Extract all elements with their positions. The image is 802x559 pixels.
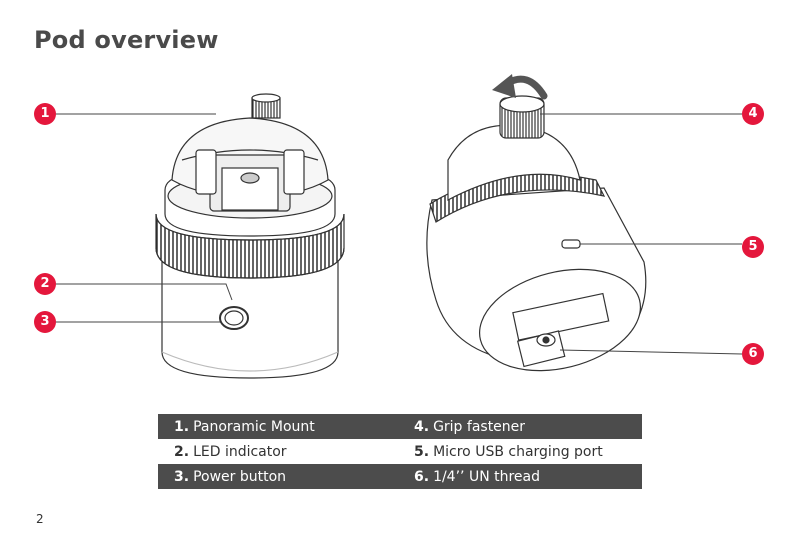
legend-label: Grip fastener [433, 418, 526, 435]
legend-number: 5. [414, 443, 430, 460]
legend-item: 4. Grip fastener [398, 419, 642, 435]
callout-5: 5 [742, 236, 764, 258]
callout-4: 4 [742, 103, 764, 125]
callout-leaders [56, 113, 743, 355]
callout-3: 3 [34, 311, 56, 333]
rotate-arrow-icon [492, 74, 548, 100]
pod-front-view [155, 93, 345, 379]
callout-2: 2 [34, 273, 56, 295]
legend-label: 1/4’’ UN thread [433, 468, 541, 485]
legend-item: 2. LED indicator [158, 444, 398, 460]
legend-row: 3. Power button 6. 1/4’’ UN thread [158, 464, 642, 489]
legend-label: Panoramic Mount [193, 418, 315, 435]
legend-item: 6. 1/4’’ UN thread [398, 469, 642, 485]
callout-1: 1 [34, 103, 56, 125]
legend-item: 3. Power button [158, 469, 398, 485]
parts-legend: 1. Panoramic Mount 4. Grip fastener 2. L… [158, 414, 642, 489]
legend-label: LED indicator [193, 443, 287, 460]
legend-number: 2. [174, 443, 190, 460]
page-number: 2 [36, 512, 44, 526]
legend-number: 3. [174, 468, 190, 485]
pod-back-view [426, 95, 647, 372]
legend-number: 6. [414, 468, 430, 485]
legend-item: 5. Micro USB charging port [398, 444, 642, 460]
callout-6: 6 [742, 343, 764, 365]
legend-number: 1. [174, 418, 190, 435]
legend-row: 1. Panoramic Mount 4. Grip fastener [158, 414, 642, 439]
legend-number: 4. [414, 418, 430, 435]
page-title: Pod overview [34, 26, 219, 54]
legend-row: 2. LED indicator 5. Micro USB charging p… [158, 439, 642, 464]
legend-item: 1. Panoramic Mount [158, 419, 398, 435]
legend-label: Power button [193, 468, 287, 485]
legend-label: Micro USB charging port [433, 443, 603, 460]
